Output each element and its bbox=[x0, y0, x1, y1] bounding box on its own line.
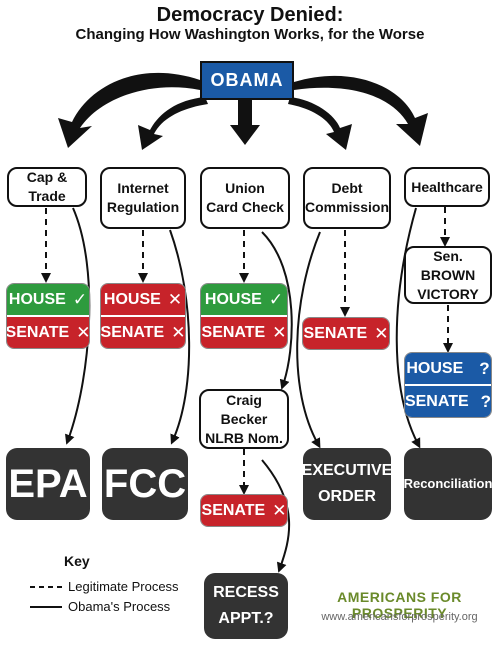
vote-union-card-check: HOUSE ✓ SENATE ✕ bbox=[200, 283, 288, 349]
question-icon: ? bbox=[479, 358, 490, 378]
x-icon: ✕ bbox=[272, 500, 287, 520]
house-label: HOUSE bbox=[103, 290, 161, 308]
senate-row: SENATE ✕ bbox=[101, 317, 185, 348]
page-title: Democracy Denied: bbox=[156, 4, 344, 26]
outcome-epa: EPA bbox=[6, 448, 90, 520]
issue-healthcare: Healthcare bbox=[404, 167, 490, 207]
question-icon: ? bbox=[480, 391, 492, 411]
key-title: Key bbox=[64, 553, 90, 569]
outcome-reconciliation: Reconciliation bbox=[404, 448, 492, 520]
house-label: HOUSE bbox=[406, 359, 464, 377]
obama-process-lines bbox=[65, 207, 421, 573]
vote-debt-commission: SENATE ✕ bbox=[302, 317, 390, 350]
issue-cap-trade: Cap & Trade bbox=[7, 167, 87, 207]
house-label: HOUSE bbox=[204, 290, 262, 308]
house-row: HOUSE ✓ bbox=[7, 284, 89, 315]
senate-label: SENATE bbox=[404, 392, 469, 410]
senate-row: SENATE? bbox=[405, 386, 491, 417]
vote-cap-trade: HOUSE ✓ SENATE ✕ bbox=[6, 283, 90, 349]
outcome-recess-appointment: RECESS APPT.? bbox=[204, 573, 288, 639]
x-icon: ✕ bbox=[167, 289, 183, 309]
x-icon: ✕ bbox=[374, 323, 389, 343]
senate-label: SENATE bbox=[201, 501, 266, 519]
issue-debt-commission: Debt Commission bbox=[303, 167, 391, 229]
senate-label: SENATE bbox=[100, 323, 165, 341]
senate-label: SENATE bbox=[6, 323, 70, 341]
house-label: HOUSE bbox=[8, 290, 66, 308]
x-icon: ✕ bbox=[171, 322, 186, 342]
obama-arrows bbox=[58, 72, 428, 150]
x-icon: ✕ bbox=[272, 322, 287, 342]
issue-internet-regulation: Internet Regulation bbox=[100, 167, 186, 229]
senate-label: SENATE bbox=[303, 324, 368, 342]
senate-label: SENATE bbox=[201, 323, 266, 341]
senate-row: SENATE ✕ bbox=[201, 317, 287, 348]
vote-internet-regulation: HOUSE✕ SENATE✕ bbox=[100, 283, 186, 349]
becker-nomination-box: Craig Becker NLRB Nom. bbox=[199, 389, 289, 449]
senate-row: SENATE ✕ bbox=[7, 317, 89, 348]
house-row: HOUSE? bbox=[405, 353, 491, 384]
vote-healthcare: HOUSE? SENATE? bbox=[404, 352, 492, 418]
outcome-fcc: FCC bbox=[102, 448, 188, 520]
senate-row: SENATE ✕ bbox=[303, 318, 389, 349]
house-row: HOUSE ✕ bbox=[101, 284, 185, 315]
check-icon: ✓ bbox=[72, 289, 88, 309]
sen-brown-victory-box: Sen. BROWN VICTORY bbox=[404, 246, 492, 304]
key-obama-label: Obama's Process bbox=[68, 599, 171, 614]
outcome-executive-order: EXECUTIVE ORDER bbox=[302, 448, 392, 520]
check-icon: ✓ bbox=[268, 289, 284, 309]
x-icon: ✕ bbox=[76, 322, 90, 342]
vote-becker: SENATE ✕ bbox=[200, 494, 288, 527]
page-subtitle: Changing How Washington Works, for the W… bbox=[75, 26, 425, 43]
legitimate-lines bbox=[41, 207, 453, 495]
senate-row: SENATE ✕ bbox=[201, 495, 287, 526]
house-row: HOUSE ✓ bbox=[201, 284, 287, 315]
afp-logo-text: AMERICANS FOR PROSPERITY bbox=[337, 589, 462, 621]
issue-union-card-check: Union Card Check bbox=[200, 167, 290, 229]
key-legitimate-label: Legitimate Process bbox=[68, 579, 179, 594]
afp-url[interactable]: www.americansforprosperity.org bbox=[321, 611, 478, 623]
obama-node: OBAMA bbox=[200, 61, 294, 100]
